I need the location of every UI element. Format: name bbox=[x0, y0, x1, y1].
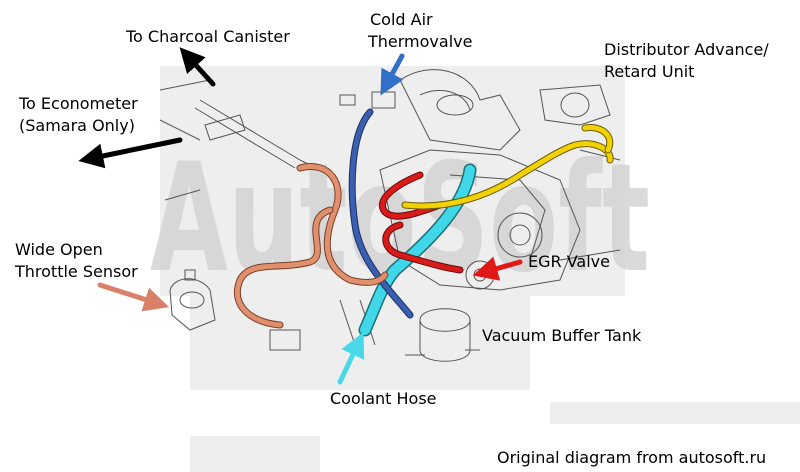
arrow-to-econometer bbox=[78, 137, 183, 169]
arrow-throttle-sensor bbox=[97, 282, 170, 312]
label-to-charcoal-canister: To Charcoal Canister bbox=[126, 27, 290, 46]
label-throttle-sensor-line2: Throttle Sensor bbox=[15, 262, 138, 281]
label-econometer-line1: To Econometer bbox=[19, 94, 138, 113]
label-egr-valve: EGR Valve bbox=[528, 252, 610, 271]
label-throttle-sensor-line1: Wide Open bbox=[15, 240, 103, 259]
arrow-egr-valve bbox=[472, 256, 523, 281]
engine-line-art bbox=[159, 69, 621, 362]
label-distributor-line2: Retard Unit bbox=[604, 62, 695, 81]
arrow-cold-air-thermovalve bbox=[380, 53, 405, 96]
coolant-hose-line bbox=[358, 163, 477, 337]
label-vacuum-buffer-tank: Vacuum Buffer Tank bbox=[482, 326, 642, 345]
yellow-hose-line bbox=[401, 123, 614, 210]
blue-vacuum-hose-line bbox=[348, 108, 414, 319]
hoses bbox=[233, 108, 614, 337]
orange-hose-line bbox=[233, 163, 389, 329]
label-coolant-hose: Coolant Hose bbox=[330, 389, 437, 408]
arrow-to-charcoal-canister bbox=[179, 47, 216, 87]
credit-text: Original diagram from autosoft.ru bbox=[497, 448, 767, 467]
arrow-coolant-hose bbox=[337, 331, 365, 385]
label-econometer-line2: (Samara Only) bbox=[19, 116, 135, 135]
label-distributor-line1: Distributor Advance/ bbox=[604, 40, 769, 59]
callout-arrows bbox=[78, 47, 523, 385]
label-cold-air-line2: Thermovalve bbox=[368, 32, 473, 51]
label-cold-air-line1: Cold Air bbox=[370, 10, 433, 29]
red-hose-line bbox=[379, 171, 464, 274]
